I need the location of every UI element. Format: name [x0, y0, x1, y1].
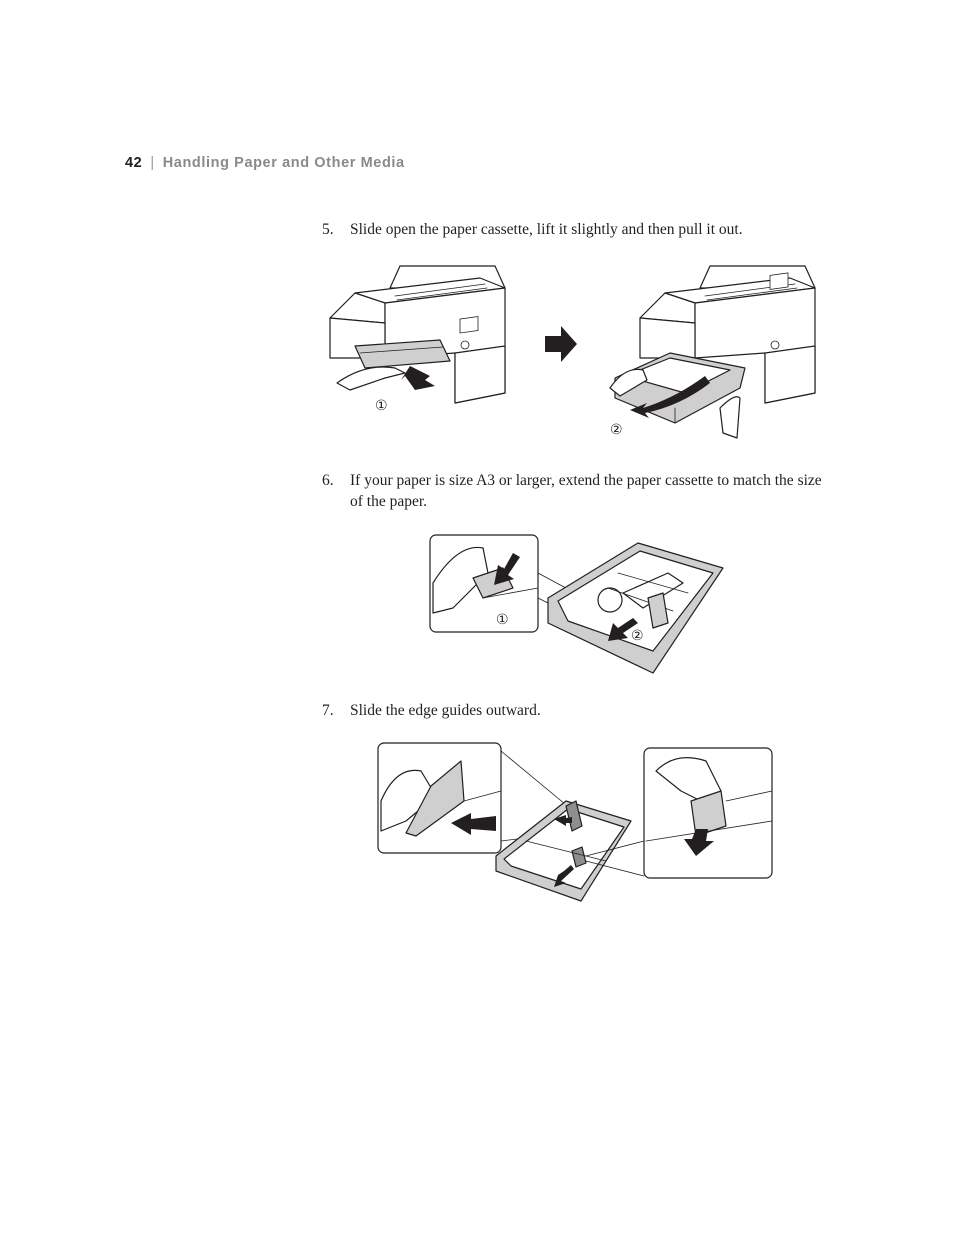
- extend-cassette-illustration: ① ②: [429, 534, 724, 674]
- section-title: Handling Paper and Other Media: [162, 155, 405, 171]
- step-7: 7. Slide the edge guides outward.: [322, 700, 832, 721]
- printer-right: [609, 265, 816, 439]
- printer-left: [329, 265, 506, 404]
- inset-detail: ①: [429, 534, 539, 633]
- cassette-tray: ②: [547, 542, 724, 674]
- step-5: 5. Slide open the paper cassette, lift i…: [322, 219, 832, 240]
- step-number: 7.: [322, 702, 334, 719]
- step-number: 6.: [322, 472, 334, 489]
- step-number: 5.: [322, 221, 334, 238]
- printer-pull-cassette-illustration: ① ②: [329, 265, 816, 439]
- cassette-tray: [495, 800, 632, 902]
- page-number: 42: [125, 155, 143, 171]
- callout-2: ②: [610, 422, 623, 438]
- callout-2: ②: [631, 628, 644, 644]
- inset-right: [643, 747, 773, 879]
- header-separator: |: [150, 155, 155, 171]
- edge-guides-illustration: [377, 742, 773, 902]
- step-text: Slide open the paper cassette, lift it s…: [350, 221, 743, 238]
- inset-left: [377, 742, 502, 854]
- step-text: If your paper is size A3 or larger, exte…: [350, 472, 822, 510]
- step-6: 6. If your paper is size A3 or larger, e…: [322, 470, 832, 512]
- next-arrow: [545, 326, 577, 362]
- running-header: 42 | Handling Paper and Other Media: [125, 155, 405, 171]
- step-text: Slide the edge guides outward.: [350, 702, 541, 719]
- callout-1: ①: [375, 398, 388, 414]
- callout-1: ①: [496, 612, 509, 628]
